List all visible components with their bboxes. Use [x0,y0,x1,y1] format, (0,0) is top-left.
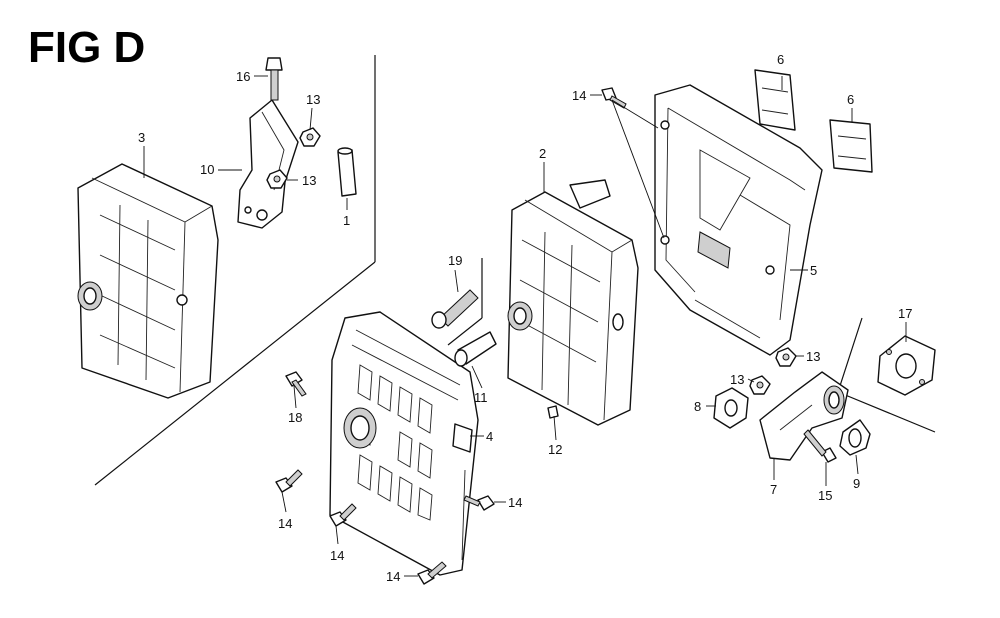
muffler-center-part [507,179,639,426]
part-number-7: 7 [770,482,777,497]
plate-6-right-part [829,119,873,173]
muffler-bracket-part [237,99,299,229]
nut-13-right-lower-part [749,375,771,395]
part-number-3: 3 [138,130,145,145]
plate-6-upper-part [754,69,796,131]
part-number-15: 15 [818,488,832,503]
part-number-14e: 14 [386,569,400,584]
muffler-left-part [77,163,219,399]
nut-13-upper-part [299,127,321,147]
part-number-11: 11 [474,390,488,405]
part-number-14a: 14 [572,88,586,103]
bolt-14-top-part [601,87,627,109]
bolt-19-part [431,289,479,329]
bolt-16-part [265,57,283,101]
part-number-14d: 14 [508,495,522,510]
nut-13-right-upper-part [775,347,797,367]
part-number-19: 19 [448,253,462,268]
part-number-6b: 6 [847,92,854,107]
part-number-labels: 3 10 16 13 13 1 2 14 6 6 5 13 13 8 7 15 … [138,52,912,584]
bolt-14-right-part [463,495,495,511]
part-number-14b: 14 [278,516,292,531]
leader-lines [143,75,907,577]
part-number-6a: 6 [777,52,784,67]
bolt-14-bottom-part [417,561,447,585]
collar-1-part [337,147,357,197]
part-number-5: 5 [810,263,817,278]
part-number-10: 10 [200,162,214,177]
part-number-13c: 13 [806,349,820,364]
part-number-2: 2 [539,146,546,161]
gasket-9-part [839,419,871,456]
figure-title: FIG D [28,23,145,72]
pipe-11-part [454,331,497,367]
part-number-18: 18 [288,410,302,425]
screw-12-part [547,405,559,419]
part-number-1: 1 [343,213,350,228]
gasket-8-part [713,387,749,429]
part-number-12: 12 [548,442,562,457]
part-number-4: 4 [486,429,493,444]
bolt-15-part [803,429,837,463]
nut-13-lower-part [266,169,288,189]
bolt-14-left-part [275,469,303,493]
part-number-13d: 13 [730,372,744,387]
part-number-16: 16 [236,69,250,84]
bolt-14-mid-part [329,503,357,527]
muffler-protector-part [329,311,479,576]
part-number-13a: 13 [306,92,320,107]
part-number-8: 8 [694,399,701,414]
muffler-cover-part [654,84,823,356]
exhaust-pipe-part [759,371,849,461]
bolt-18-part [285,371,307,397]
part-number-13b: 13 [302,173,316,188]
gasket-17-part [877,335,936,396]
part-number-14c: 14 [330,548,344,563]
part-number-9: 9 [853,476,860,491]
part-number-17: 17 [898,306,912,321]
section-divider-lines [94,55,936,486]
